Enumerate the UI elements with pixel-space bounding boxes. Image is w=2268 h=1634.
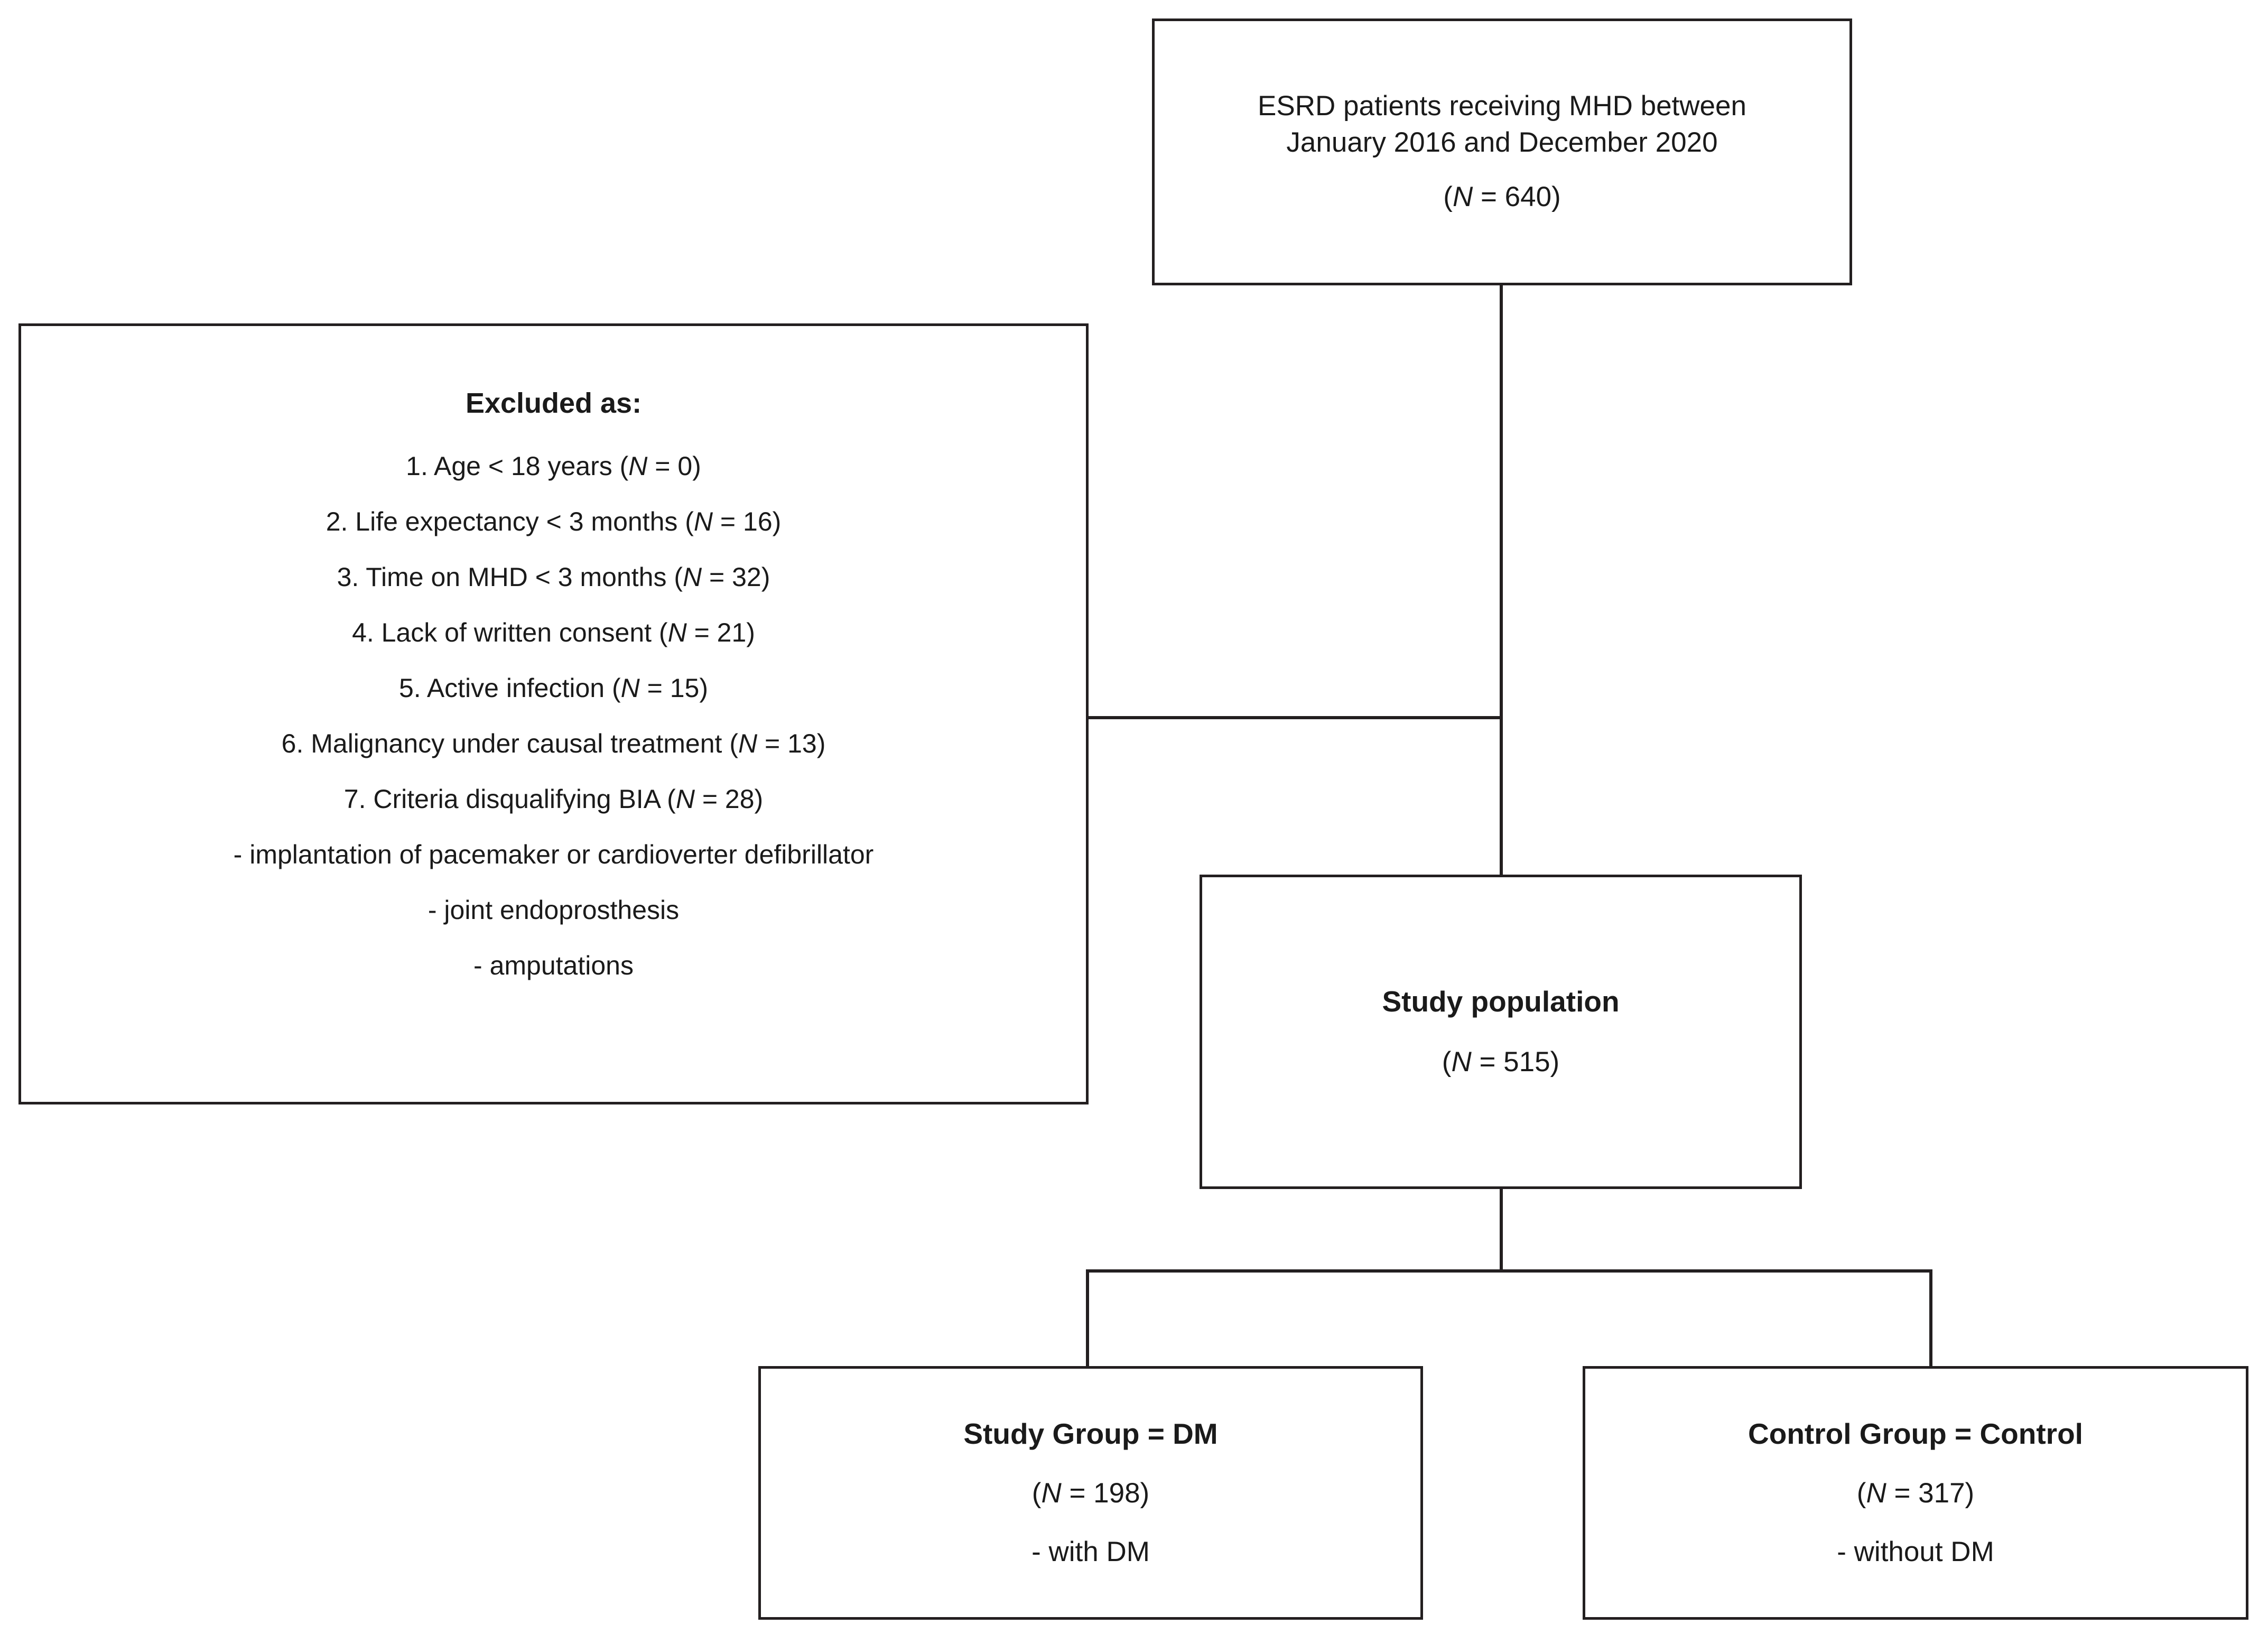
source-line-2: January 2016 and December 2020: [1286, 127, 1718, 159]
exclusion-criterion-3: 3. Time on MHD < 3 months (N = 32): [337, 561, 770, 594]
exclusion-subitem-1: - implantation of pacemaker or cardiover…: [233, 840, 874, 870]
exclusion-criterion-3-n-value: = 32): [702, 562, 770, 592]
study-population-title: Study population: [1382, 985, 1620, 1018]
exclusion-criterion-6-n-symbol: N: [738, 729, 758, 759]
control-group-count: (N = 317): [1857, 1475, 1974, 1512]
study-group-paren-open: (: [1031, 1477, 1042, 1509]
exclusion-criterion-2: 2. Life expectancy < 3 months (N = 16): [326, 505, 782, 539]
source-count-n-symbol: N: [1452, 181, 1473, 212]
exclusion-criterion-7-text: 7. Criteria disqualifying BIA (: [343, 784, 676, 814]
control-group-n-symbol: N: [1866, 1477, 1886, 1509]
study-population-n-value: = 515): [1471, 1046, 1560, 1078]
exclusion-criterion-3-n-symbol: N: [683, 562, 702, 592]
connector-excluded-arm: [1086, 716, 1501, 719]
study-group-count: (N = 198): [1032, 1475, 1149, 1512]
study-population-n-symbol: N: [1451, 1046, 1472, 1078]
exclusion-criterion-4: 4. Lack of written consent (N = 21): [352, 616, 755, 649]
study-population-count: (N = 515): [1442, 1044, 1559, 1081]
connector-drop-study-group: [1086, 1269, 1089, 1368]
connector-split-bar: [1086, 1269, 1932, 1273]
exclusion-criterion-4-n-value: = 21): [686, 618, 755, 648]
control-group-paren-open: (: [1856, 1477, 1866, 1509]
exclusion-criterion-2-n-symbol: N: [693, 507, 713, 537]
exclusion-criterion-4-text: 4. Lack of written consent (: [352, 618, 668, 648]
exclusion-criterion-1-n-value: = 0): [647, 451, 701, 481]
exclusion-criterion-2-text: 2. Life expectancy < 3 months (: [326, 507, 694, 537]
exclusion-criterion-5: 5. Active infection (N = 15): [399, 672, 708, 705]
study-group-n-symbol: N: [1041, 1477, 1062, 1509]
exclusion-subitem-2: - joint endoprosthesis: [427, 895, 680, 925]
control-group-n-value: = 317): [1886, 1477, 1975, 1509]
source-count-paren-open: (: [1443, 181, 1453, 212]
control-group-box: Control Group = Control (N = 317) - with…: [1583, 1366, 2248, 1620]
exclusion-criterion-2-n-value: = 16): [713, 507, 782, 537]
exclusion-heading: Excluded as:: [465, 387, 642, 419]
source-count-value: = 640): [1473, 181, 1561, 212]
source-line-1: ESRD patients receiving MHD between: [1258, 90, 1746, 122]
exclusion-criterion-5-n-value: = 15): [639, 673, 708, 703]
study-group-n-value: = 198): [1061, 1477, 1150, 1509]
exclusion-criterion-5-text: 5. Active infection (: [398, 673, 621, 703]
source-population-box: ESRD patients receiving MHD between Janu…: [1152, 18, 1852, 285]
exclusion-criterion-3-text: 3. Time on MHD < 3 months (: [337, 562, 683, 592]
study-group-note: - with DM: [1031, 1536, 1150, 1567]
study-group-title: Study Group = DM: [963, 1417, 1218, 1451]
exclusion-criterion-6: 6. Malignancy under causal treatment (N …: [282, 727, 826, 760]
source-count: (N = 640): [1443, 179, 1560, 216]
exclusion-subitem-3: - amputations: [473, 951, 634, 981]
exclusion-criterion-1: 1. Age < 18 years (N = 0): [406, 450, 701, 483]
exclusion-criterion-5-n-symbol: N: [620, 673, 640, 703]
exclusion-criterion-7-n-value: = 28): [694, 784, 764, 814]
study-population-box: Study population (N = 515): [1200, 875, 1802, 1189]
exclusion-criteria-box: Excluded as: 1. Age < 18 years (N = 0) 2…: [18, 323, 1089, 1104]
exclusion-criterion-6-n-value: = 13): [757, 729, 826, 759]
exclusion-criterion-7: 7. Criteria disqualifying BIA (N = 28): [344, 783, 763, 816]
study-group-box: Study Group = DM (N = 198) - with DM: [758, 1366, 1423, 1620]
connector-drop-control-group: [1929, 1269, 1932, 1368]
exclusion-criterion-1-n-symbol: N: [628, 451, 648, 481]
connector-source-to-population: [1500, 285, 1503, 876]
control-group-title: Control Group = Control: [1748, 1417, 2083, 1451]
exclusion-criterion-7-n-symbol: N: [675, 784, 695, 814]
connector-population-down: [1500, 1189, 1503, 1273]
exclusion-criterion-4-n-symbol: N: [667, 618, 687, 648]
study-population-paren-open: (: [1442, 1046, 1452, 1078]
exclusion-criterion-1-text: 1. Age < 18 years (: [406, 451, 629, 481]
control-group-note: - without DM: [1837, 1536, 1994, 1567]
exclusion-criterion-6-text: 6. Malignancy under causal treatment (: [281, 729, 738, 759]
